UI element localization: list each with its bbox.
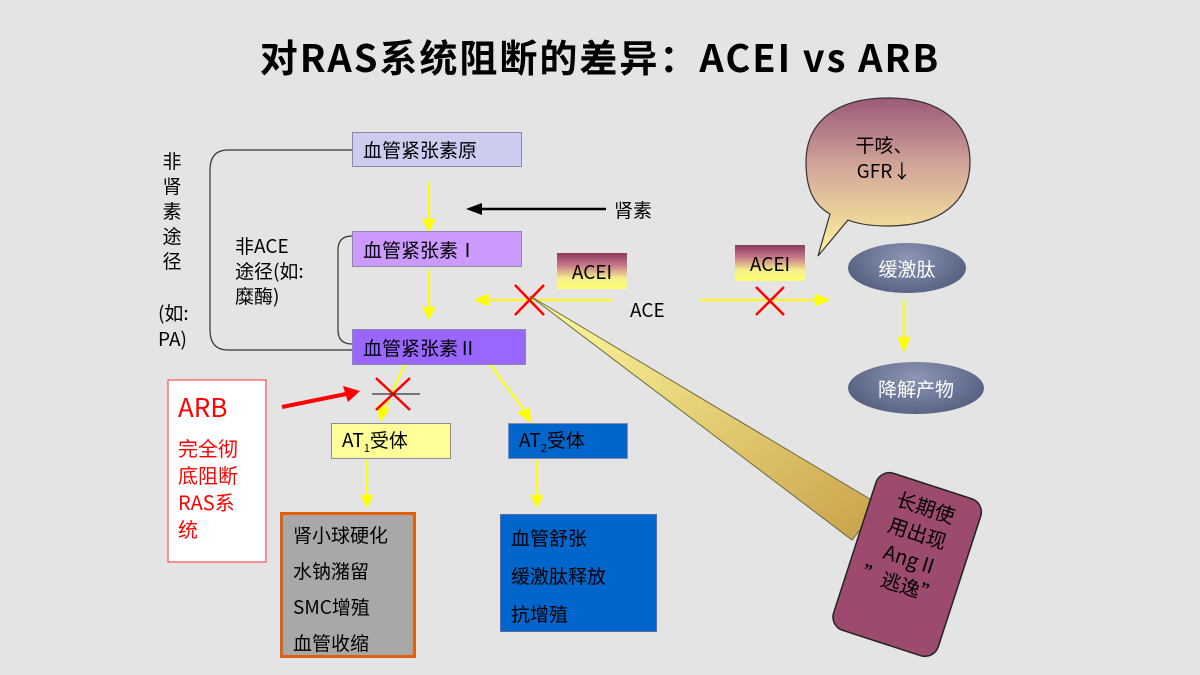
at1-suffix: 受体 [369,426,408,454]
arb-description-line: 底阻断 [178,460,238,489]
bradykinin-node: 缓激肽 [848,243,966,293]
acei-left-label: ACEI [557,253,627,289]
non-renal-char: 非 [162,147,182,174]
non-renal-char: 途 [162,222,182,249]
page-title: 对RAS系统阻断的差异：ACEI vs ARB [259,28,941,83]
acei-right-text: ACEI [749,249,791,277]
bradykinin-label: 缓激肽 [878,254,936,282]
at1-effect-item: SMC增殖 [293,593,370,620]
arb-box-outline [167,379,267,563]
arb-label: ARB [178,388,228,425]
arb-description-line: 完全彻 [178,433,238,462]
non-renal-note-line: PA) [158,325,187,352]
escape-callout-box [832,471,983,658]
at2-effect-item: 血管舒张 [511,524,588,551]
at1-effect-item: 肾小球硬化 [293,521,389,548]
at1-receptor-label: AT1受体 [342,426,408,456]
side-effect-line: GFR↓ [856,157,912,184]
at1-receptor-node: AT1受体 [331,423,451,459]
non-ace-line: 途径(如: [235,257,304,284]
non-ace-bracket [337,235,353,345]
non-renal-char: 素 [162,197,182,224]
acei-right-label: ACEI [735,245,805,281]
non-renal-bracket [209,149,352,351]
degradation-products-label: 降解产物 [877,374,954,402]
non-ace-line: 非ACE [235,232,289,259]
at1-prefix: AT [342,426,364,454]
at2-suffix: 受体 [546,426,585,454]
angiotensin-2-node: 血管紧张素Ⅱ [352,329,526,365]
at2-effect-item: 抗增殖 [511,600,569,627]
angiotensin-2-label: 血管紧张素Ⅱ [363,333,478,361]
angiotensinogen-label: 血管紧张素原 [363,136,478,163]
acei-left-text: ACEI [571,257,613,285]
ace-label: ACE [630,296,665,323]
angiotensinogen-node: 血管紧张素原 [352,132,522,167]
at2-receptor-node: AT2受体 [508,423,628,459]
at2-effects-box: 血管舒张 缓激肽释放 抗增殖 [500,514,657,632]
angiotensin-1-node: 血管紧张素Ⅰ [352,231,522,267]
non-renal-note: (如: PA) [158,300,189,352]
at1-effect-item: 血管收缩 [293,629,370,656]
arb-description-line: RAS系 [178,487,235,516]
side-effect-line: 干咳、 [855,131,913,158]
arb-description: 完全彻 底阻断 RAS系 统 [178,434,238,542]
non-ace-line: 糜酶) [235,282,280,309]
arb-description-line: 统 [178,514,198,543]
at1-effects-box: 肾小球硬化 水钠潴留 SMC增殖 血管收缩 [280,512,416,658]
at2-receptor-label: AT2受体 [519,426,585,456]
non-ace-label: 非ACE 途径(如: 糜酶) [235,233,304,308]
side-effect-bubble [805,97,971,257]
side-effect-text: 干咳、 GFR↓ [836,132,932,184]
non-renal-char: 径 [162,247,182,274]
non-renal-note-line: (如: [158,299,189,326]
at2-subscript: 2 [540,439,547,456]
non-renal-char: 肾 [162,172,182,199]
at1-subscript: 1 [363,439,370,456]
at2-effect-item: 缓激肽释放 [511,562,607,589]
degradation-products-node: 降解产物 [848,362,984,414]
at1-effect-item: 水钠潴留 [293,557,370,584]
angiotensin-1-label: 血管紧张素Ⅰ [363,235,478,263]
non-renal-label: 非 肾 素 途 径 [159,148,185,273]
at2-prefix: AT [519,426,541,454]
renin-label: 肾素 [614,196,653,223]
escape-callout-beam [529,295,881,541]
